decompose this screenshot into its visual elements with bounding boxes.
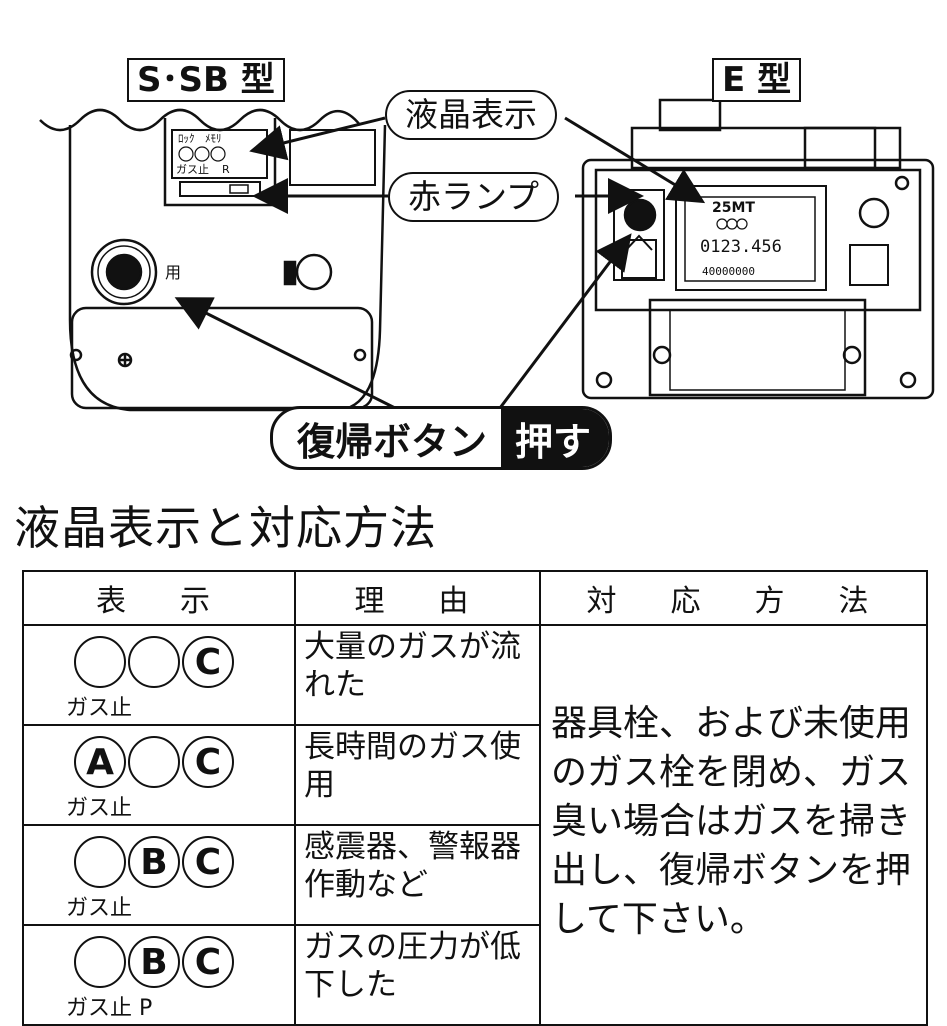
s-button-mark: 用 [165,263,181,282]
indicator-circles: B C [74,936,234,988]
s-type-meter [39,108,387,412]
header-remedy: 対 応 方 法 [539,570,928,626]
reason-cell: ガスの圧力が低下した [294,924,541,1026]
s-lcd-text-gas-stop: ガス止 [176,163,209,176]
push-label: 押す [501,409,610,467]
indicator-a [74,636,126,688]
reason-cell: 感震器、警報器作動など [294,824,541,926]
table-row: B C ガス止 P ガスの圧力が低下した [22,924,927,1026]
meter-illustration: ﾛｯｸ ﾒﾓﾘ ガス止 R 用 [39,98,935,412]
e-type-label: E 型 [712,58,802,102]
gas-stop-label: ガス止 [66,796,133,821]
indicator-circles: C [74,636,234,688]
gas-stop-label: ガス止 [66,896,133,921]
indicator-a: A [74,736,126,788]
display-cell: A C ガス止 [22,724,296,826]
table-row: B C ガス止 感震器、警報器作動など [22,824,927,926]
table-row: A C ガス止 長時間のガス使用 [22,724,927,826]
display-cell: B C ガス止 P [22,924,296,1026]
indicator-b: B [128,836,180,888]
s-lcd-text-lock: ﾛｯｸ [178,132,195,145]
reset-button-callout: 復帰ボタン 押す [270,406,613,470]
lcd-display-callout: 液晶表示 [385,90,557,140]
display-cell: B C ガス止 [22,824,296,926]
s-type-label: S･SB 型 [127,58,285,102]
gas-stop-label: ガス止 P [66,996,153,1021]
indicator-c: C [182,936,234,988]
reset-button-label: 復帰ボタン [297,419,488,464]
display-cell: C ガス止 [22,624,296,726]
indicator-b [128,636,180,688]
indicator-c: C [182,636,234,688]
s-lcd-text-memory: ﾒﾓﾘ [205,132,222,145]
e-meter-reading: 0123.456 [700,237,782,257]
indicator-circles: A C [74,736,234,788]
leader-lines [174,116,706,410]
indicator-c: C [182,736,234,788]
e-meter-serial: 40000000 [702,265,755,278]
table-header-row: 表 示 理 由 対 応 方 法 [22,570,928,626]
gas-stop-label: ガス止 [66,696,133,721]
header-reason: 理 由 [294,570,541,626]
red-lamp-callout: 赤ランプ [388,172,560,222]
header-display: 表 示 [22,570,296,626]
reason-cell: 大量のガスが流れた [294,624,541,726]
section-title: 液晶表示と対応方法 [14,501,437,555]
meter-diagram: ﾛｯｸ ﾒﾓﾘ ガス止 R 用 [0,0,947,480]
indicator-b: B [128,936,180,988]
indicator-c: C [182,836,234,888]
table-row: C ガス止 大量のガスが流れた 器具栓、および未使用のガス栓を閉め、ガス臭い場合… [22,624,928,1026]
indicator-a [74,836,126,888]
remedy-cell: 器具栓、および未使用のガス栓を閉め、ガス臭い場合はガスを掃き出し、復帰ボタンを押… [539,624,928,1026]
reason-cell: 長時間のガス使用 [294,724,541,826]
indicator-circles: B C [74,836,234,888]
s-lcd-text-r: R [222,163,230,176]
e-meter-model: 25MT [712,200,755,216]
indicator-a [74,936,126,988]
indicator-b [128,736,180,788]
lcd-display-table: 表 示 理 由 対 応 方 法 C ガス止 大量のガスが流れた 器具栓、および未… [22,570,928,1026]
